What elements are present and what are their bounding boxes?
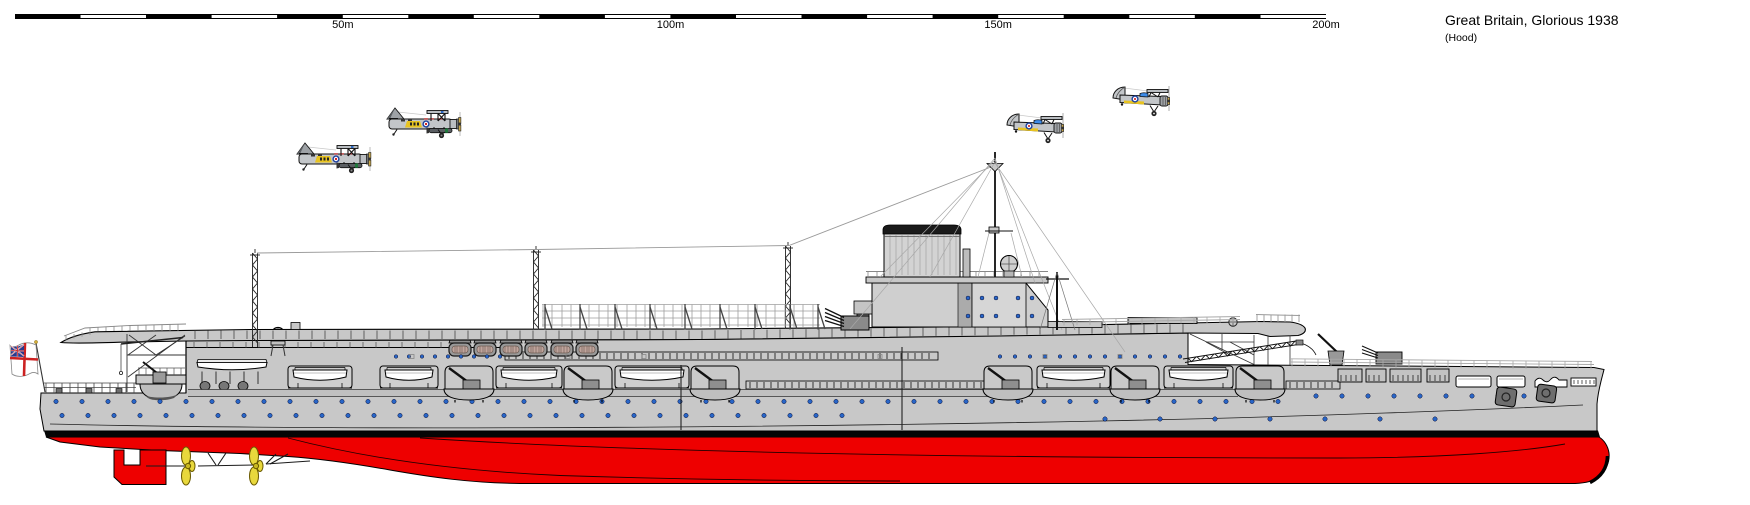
svg-text:100m: 100m xyxy=(657,19,685,31)
svg-text:50m: 50m xyxy=(332,19,353,31)
svg-text:(Hood): (Hood) xyxy=(1445,32,1477,44)
svg-text:200m: 200m xyxy=(1312,19,1340,31)
svg-text:150m: 150m xyxy=(984,19,1012,31)
svg-text:Great Britain, Glorious 1938: Great Britain, Glorious 1938 xyxy=(1445,12,1619,28)
